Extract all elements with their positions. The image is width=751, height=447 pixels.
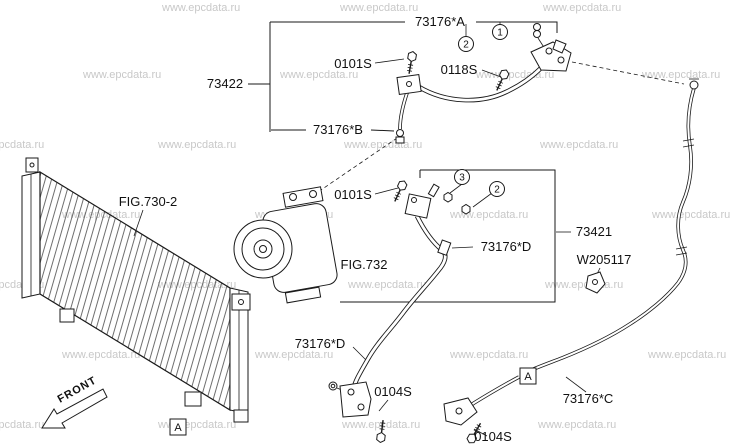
bolt-0101s-top <box>404 50 418 76</box>
bolt-0118s <box>492 67 511 93</box>
grommet <box>396 129 404 137</box>
watermark: www.epcdata.ru <box>642 69 721 81</box>
part-label-73176b[interactable]: 73176*B <box>313 122 363 137</box>
part-label-0101s-mid[interactable]: 0101S <box>334 187 372 202</box>
callout-2[interactable]: 2 <box>458 36 474 52</box>
part-label-73176d-bottom[interactable]: 73176*D <box>295 336 346 351</box>
bolt-0101s-mid <box>390 178 409 204</box>
section-box-a-left: A <box>169 418 187 436</box>
watermark: www.epcdata.ru <box>83 69 162 81</box>
hose-fitting-block <box>404 193 432 219</box>
ac-pipe-drawing <box>443 78 699 446</box>
o-ring <box>533 23 541 31</box>
part-label-73176d-mid[interactable]: 73176*D <box>481 239 532 254</box>
suction-hose-assembly <box>328 178 606 444</box>
nut <box>461 203 471 215</box>
watermark: www.epcdata.ru <box>648 349 727 361</box>
clip <box>552 39 567 54</box>
watermark: www.epcdata.ru <box>450 349 529 361</box>
callout-2-number: 2 <box>463 40 469 51</box>
part-label-73176c[interactable]: 73176*C <box>563 391 614 406</box>
callout-2b-number: 2 <box>494 185 500 196</box>
part-label-0104s-right[interactable]: 0104S <box>474 429 512 444</box>
section-box-a-left-label: A <box>174 422 182 434</box>
o-ring <box>533 30 541 38</box>
nut <box>443 191 453 203</box>
part-label-0104s-left[interactable]: 0104S <box>374 384 412 399</box>
watermark: www.epcdata.ru <box>280 69 359 81</box>
condenser-drawing <box>21 157 251 423</box>
callout-3-number: 3 <box>459 173 465 184</box>
watermark: www.epcdata.ru <box>543 2 622 14</box>
callout-2b[interactable]: 2 <box>489 181 505 197</box>
watermark: www.epcdata.ru <box>158 139 237 151</box>
part-label-0118s[interactable]: 0118S <box>441 62 478 77</box>
watermark: www.epcdata.ru <box>342 419 421 431</box>
watermark: www.epcdata.ru <box>255 349 334 361</box>
part-label-73421[interactable]: 73421 <box>576 224 612 239</box>
bolt-0104s-left <box>375 418 388 444</box>
discharge-hose-assembly <box>395 23 572 144</box>
callout-1[interactable]: 1 <box>492 24 508 40</box>
watermark: www.epcdata.ru <box>62 349 141 361</box>
watermark: www.epcdata.ru <box>538 419 617 431</box>
part-label-73422[interactable]: 73422 <box>207 76 243 91</box>
watermark: www.epcdata.ru <box>162 2 241 14</box>
compressor-drawing <box>233 186 338 304</box>
watermark: www.epcdata.ru <box>340 2 419 14</box>
part-label-73176a[interactable]: 73176*A <box>415 14 465 29</box>
section-box-a-right-label: A <box>524 371 532 383</box>
callout-1-number: 1 <box>497 28 503 39</box>
figure-link-730-2[interactable]: FIG.730-2 <box>119 194 178 209</box>
watermark: www.epcdata.ru <box>0 139 45 151</box>
hose-end-flange <box>339 381 372 418</box>
pipe-end-fitting <box>689 80 699 90</box>
watermark: www.epcdata.ru <box>540 139 619 151</box>
watermark: www.epcdata.ru <box>0 419 45 431</box>
hose-clamp <box>437 239 452 256</box>
bracket-lines <box>248 21 558 303</box>
stud <box>427 183 440 198</box>
figure-link-732[interactable]: FIG.732 <box>341 257 388 272</box>
watermark: www.epcdata.ru <box>652 209 731 221</box>
section-box-a-right: A <box>519 367 537 385</box>
callout-3[interactable]: 3 <box>454 169 470 185</box>
watermark: www.epcdata.ru <box>348 279 427 291</box>
part-label-0101s-top[interactable]: 0101S <box>334 56 372 71</box>
part-label-w205117[interactable]: W205117 <box>577 252 632 267</box>
front-arrow: FRONT <box>41 374 108 429</box>
